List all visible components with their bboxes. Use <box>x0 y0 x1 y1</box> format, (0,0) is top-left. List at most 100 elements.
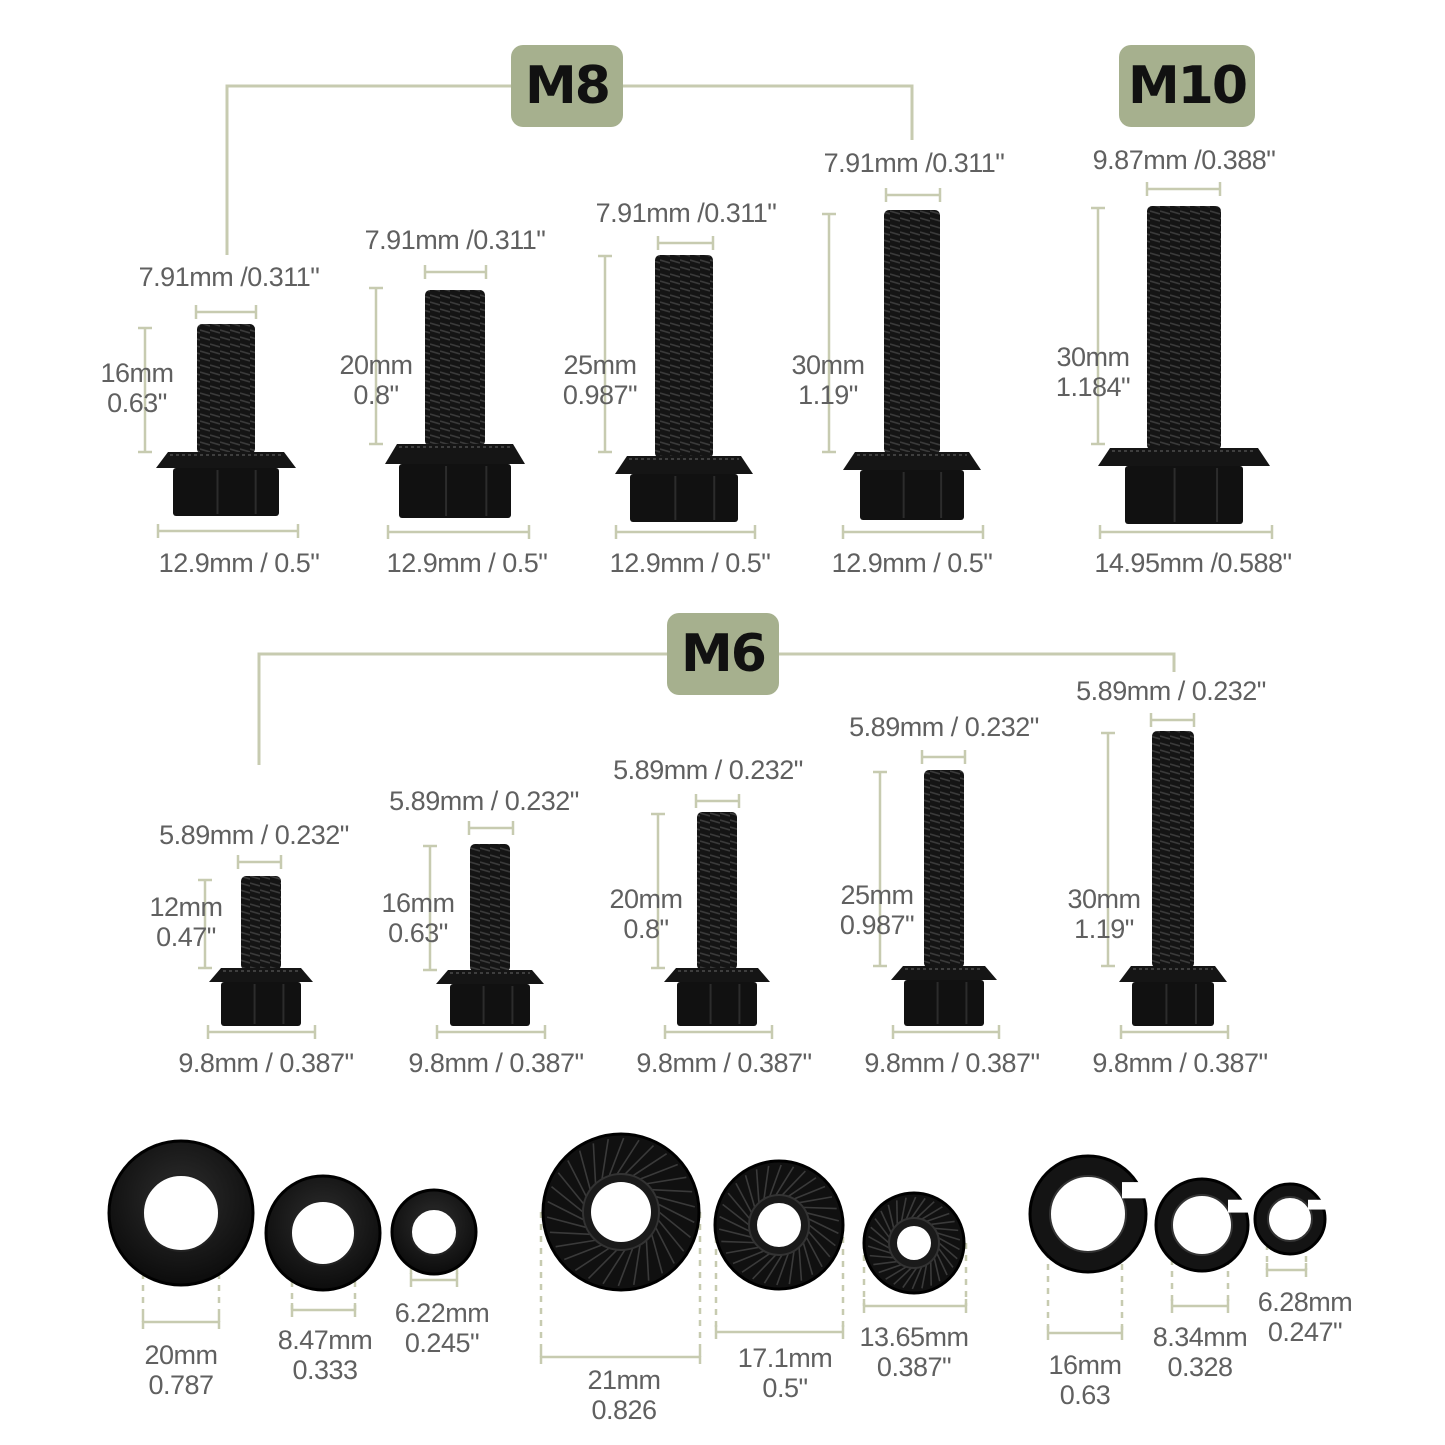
badge-m10: M10 <box>1119 45 1255 127</box>
nut-2 <box>713 1159 845 1291</box>
dim-m6-2-flange <box>435 1025 547 1039</box>
dim-top-5-shank <box>1145 182 1222 196</box>
bolt-top-5-head <box>1125 466 1243 524</box>
nut-3 <box>862 1191 966 1295</box>
bolt-top-3-flange: 12.9mm / 0.5" <box>609 548 771 578</box>
dim-top-4-flange <box>841 525 985 539</box>
lock-washer-2 <box>1154 1177 1254 1273</box>
dim-nut-3 <box>862 1243 968 1313</box>
bolt-top-3-shank: 7.91mm /0.311" <box>595 198 777 228</box>
bolt-top-5-shank: 9.87mm /0.388" <box>1092 145 1276 175</box>
m6-bracket-right <box>779 652 1176 672</box>
dim-top-4-length <box>822 212 836 454</box>
lock-washer-1-split <box>1122 1182 1152 1199</box>
bolt-top-2-head <box>399 464 511 518</box>
bolt-m6-4-head <box>904 980 984 1026</box>
bolt-top-3 <box>615 255 753 522</box>
bolt-top-2-flange: 12.9mm / 0.5" <box>386 548 548 578</box>
lock-washer-1 <box>1028 1154 1152 1274</box>
bolt-m6-4-shank: 5.89mm / 0.232" <box>849 712 1039 742</box>
dim-top-1-shank <box>194 305 258 319</box>
dim-m6-1-length <box>198 878 212 970</box>
m8-bracket-right <box>623 84 914 140</box>
dim-top-2-shank <box>423 265 488 279</box>
bolt-m6-5-head <box>1132 982 1214 1026</box>
dim-m6-1-flange <box>206 1025 317 1039</box>
bolt-m6-4 <box>891 770 997 1026</box>
dim-top-3-flange <box>614 525 757 539</box>
dim-m6-3-flange <box>663 1025 774 1039</box>
bolt-top-1-flange: 12.9mm / 0.5" <box>158 548 320 578</box>
bolt-top-2-flange <box>385 444 525 464</box>
bolt-top-4-shank: 7.91mm /0.311" <box>823 148 1005 178</box>
bolt-m6-2-shank: 5.89mm / 0.232" <box>389 786 579 816</box>
dim-top-3-length <box>598 254 612 454</box>
dim-m6-2-length <box>423 844 437 972</box>
bolt-m6-3-shank <box>697 812 737 970</box>
bolt-top-3-shank <box>655 255 713 458</box>
dim-top-5-flange <box>1098 525 1274 539</box>
dim-m6-5-length <box>1101 731 1115 968</box>
dim-m6-3-shank <box>694 794 741 808</box>
m8-bracket-left <box>225 84 511 255</box>
washer-3 <box>390 1188 478 1276</box>
washer-2 <box>264 1174 382 1292</box>
bolt-top-2 <box>385 290 525 518</box>
dim-m6-2-shank <box>467 821 515 835</box>
lock-washer-2-split <box>1228 1199 1254 1213</box>
bolt-top-1-shank <box>197 324 255 454</box>
bolt-top-2-shank: 7.91mm /0.311" <box>364 225 546 255</box>
dim-lock-washer-3 <box>1265 1232 1308 1277</box>
bolt-m6-5 <box>1119 731 1227 1026</box>
bolt-m6-1-shank: 5.89mm / 0.232" <box>159 820 349 850</box>
bolt-m6-4-shank <box>924 770 964 968</box>
washer-1 <box>107 1139 255 1287</box>
bolt-top-5 <box>1098 206 1270 524</box>
bolt-top-1 <box>156 324 296 516</box>
hardware-parts <box>107 206 1331 1295</box>
dim-top-3-shank <box>656 236 715 250</box>
bolt-m6-1-head <box>221 982 301 1026</box>
bolt-m6-5-shank <box>1152 731 1194 968</box>
bolt-top-1-shank: 7.91mm /0.311" <box>138 262 320 292</box>
dim-top-4-shank <box>884 188 942 202</box>
bolt-m6-2 <box>436 844 544 1026</box>
bolt-top-4-head <box>860 470 964 520</box>
dim-top-2-length <box>369 286 383 446</box>
lock-washer-3-split <box>1308 1199 1331 1210</box>
dim-m6-3-length <box>651 812 665 970</box>
dim-washer-1 <box>141 1213 221 1329</box>
badge-m6: M6 <box>667 613 779 695</box>
bolt-m6-1-shank <box>241 876 281 970</box>
bolt-top-5-flange: 14.95mm /0.588" <box>1094 548 1292 578</box>
bolt-m6-4-flange: 9.8mm / 0.387" <box>864 1048 1040 1078</box>
bolt-top-4 <box>843 210 981 520</box>
dim-top-1-length <box>138 326 152 454</box>
bolt-m6-3-head <box>677 982 757 1026</box>
bolt-top-5-shank <box>1147 206 1221 450</box>
bolt-m6-3-flange: 9.8mm / 0.387" <box>636 1048 812 1078</box>
lock-washer-3 <box>1253 1182 1331 1256</box>
dim-top-1-flange <box>156 524 300 538</box>
bolt-m6-5-flange: 9.8mm / 0.387" <box>1092 1048 1268 1078</box>
dim-nut-1 <box>539 1212 702 1364</box>
bolt-m6-1 <box>209 876 313 1026</box>
bolt-top-1-head <box>173 468 279 516</box>
